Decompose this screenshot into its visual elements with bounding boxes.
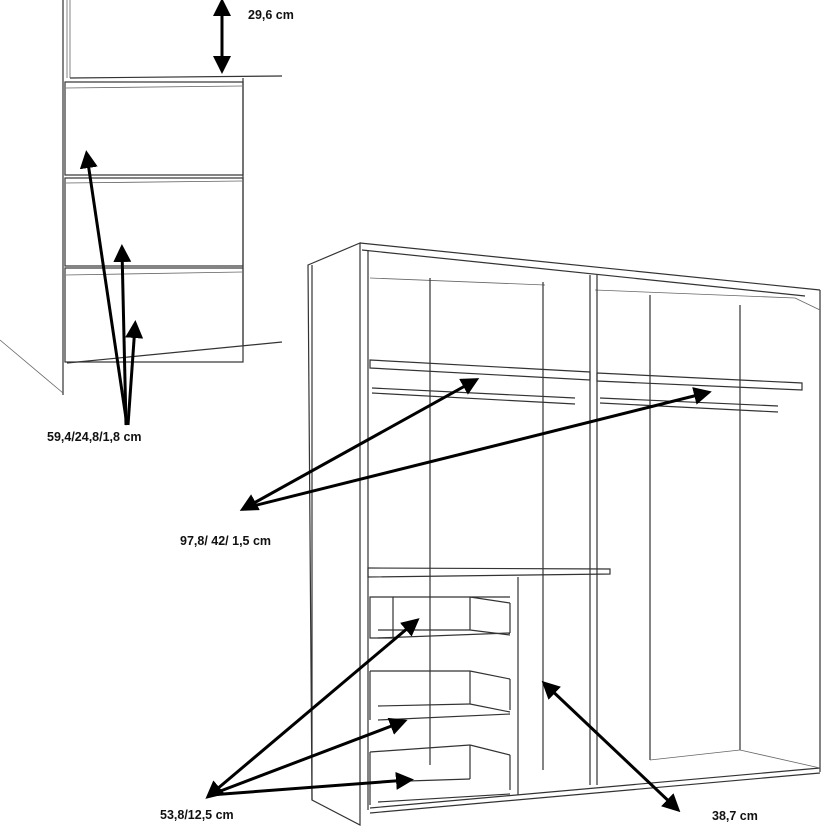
shelf-lower: [367, 567, 611, 578]
label-drawer-fronts: 59,4/24,8/1,8 cm: [47, 430, 142, 444]
label-top-panel-height: 29,6 cm: [248, 8, 294, 22]
label-shelves: 97,8/ 42/ 1,5 cm: [180, 534, 271, 548]
wardrobe-drawing: [307, 242, 821, 826]
shelf-left: [369, 359, 591, 381]
label-drawers: 53,8/12,5 cm: [160, 808, 234, 822]
drawer-boxes: [369, 596, 511, 805]
drawer-unit-detail: [0, 0, 283, 395]
dimension-arrows: [79, 0, 712, 813]
label-compartment-width: 38,7 cm: [712, 809, 758, 823]
shelf-right: [596, 372, 803, 391]
